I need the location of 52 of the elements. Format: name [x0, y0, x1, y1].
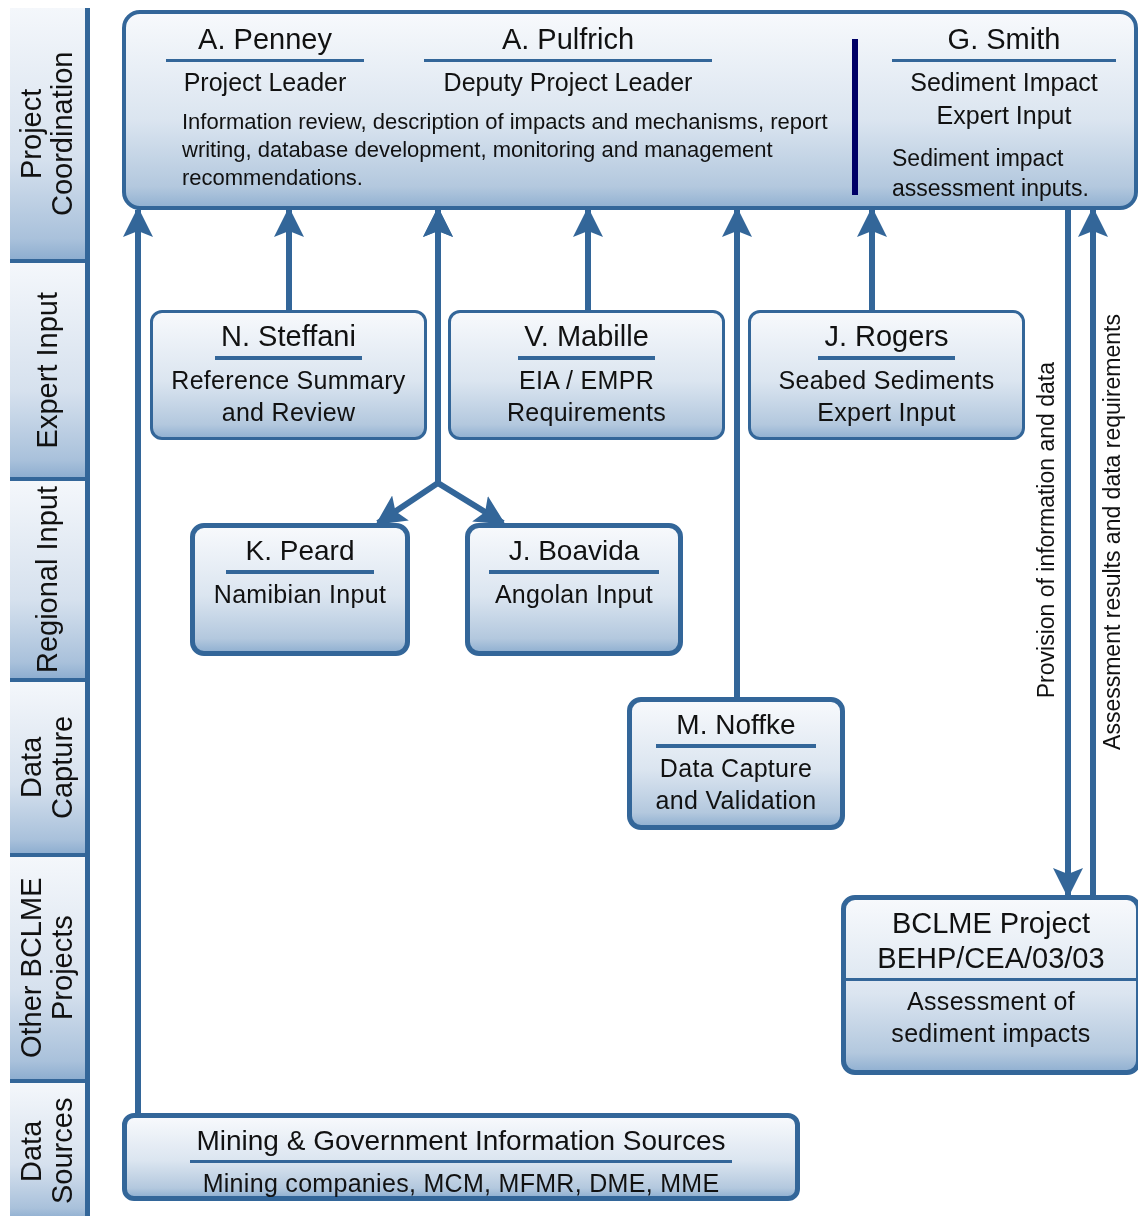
- name-heading: M. Noffke: [656, 708, 816, 748]
- name-heading: BCLME Project BEHP/CEA/03/03: [846, 906, 1136, 981]
- role-text: Seabed Sediments Expert Input: [777, 364, 996, 429]
- name-heading: A. Penney: [166, 22, 364, 62]
- edge-label: Assessment results and data requirements: [1100, 312, 1126, 752]
- name-heading: V. Mabille: [518, 319, 655, 360]
- row-label: Regional Input: [31, 486, 64, 673]
- person-box: [465, 523, 683, 656]
- role-text: Project Leader: [182, 67, 348, 98]
- description-text: Information review, description of impacts and mechanisms, report writing, database development, monitoring and management recommendations.: [182, 108, 829, 192]
- role-text: Assessment of sediment impacts: [890, 985, 1092, 1050]
- person-box: [150, 310, 427, 440]
- role-text: Reference Summary and Review: [170, 364, 407, 429]
- row-label: Data Capture: [16, 714, 79, 822]
- role-text: EIA / EMPR Requirements: [505, 364, 668, 429]
- arrow: [1078, 207, 1108, 895]
- row-band: [10, 8, 90, 263]
- row-label: Expert Input: [31, 291, 64, 449]
- arrow: [123, 207, 153, 1113]
- row-band: [10, 1083, 90, 1216]
- row-label: Other BCLME Projects: [16, 876, 79, 1061]
- row-band: [10, 263, 90, 481]
- person-box: [748, 310, 1025, 440]
- row-band: [10, 481, 90, 682]
- name-heading: N. Steffani: [215, 319, 362, 360]
- person-box: [190, 523, 410, 656]
- coordination-box: [122, 10, 1138, 210]
- arrow: [573, 207, 603, 310]
- name-heading: J. Rogers: [818, 319, 955, 360]
- row-band: [10, 857, 90, 1083]
- row-band: [10, 682, 90, 857]
- description-text: Sediment impact assessment inputs.: [892, 144, 1090, 203]
- row-label: Project Coordination: [16, 50, 79, 218]
- arrow: [722, 207, 752, 697]
- name-heading: Mining & Government Information Sources: [190, 1124, 732, 1163]
- person-box: [627, 697, 845, 830]
- arrow: [857, 207, 887, 310]
- row-label: Data Sources: [16, 1096, 79, 1207]
- name-heading: K. Peard: [225, 534, 375, 574]
- person-box: [448, 310, 725, 440]
- person-box: [841, 895, 1138, 1075]
- role-text: Angolan Input: [493, 578, 655, 610]
- name-heading: J. Boavida: [488, 534, 660, 574]
- person-box: [122, 1113, 800, 1201]
- role-text: Deputy Project Leader: [442, 67, 694, 98]
- role-text: Namibian Input: [212, 578, 388, 610]
- role-text: Sediment Impact Expert Input: [909, 67, 1099, 131]
- name-heading: A. Pulfrich: [424, 22, 712, 62]
- role-text: Mining companies, MCM, MFMR, DME, MME: [201, 1167, 721, 1199]
- role-text: Data Capture and Validation: [654, 752, 818, 817]
- arrow: [274, 207, 304, 310]
- name-heading: G. Smith: [892, 22, 1116, 62]
